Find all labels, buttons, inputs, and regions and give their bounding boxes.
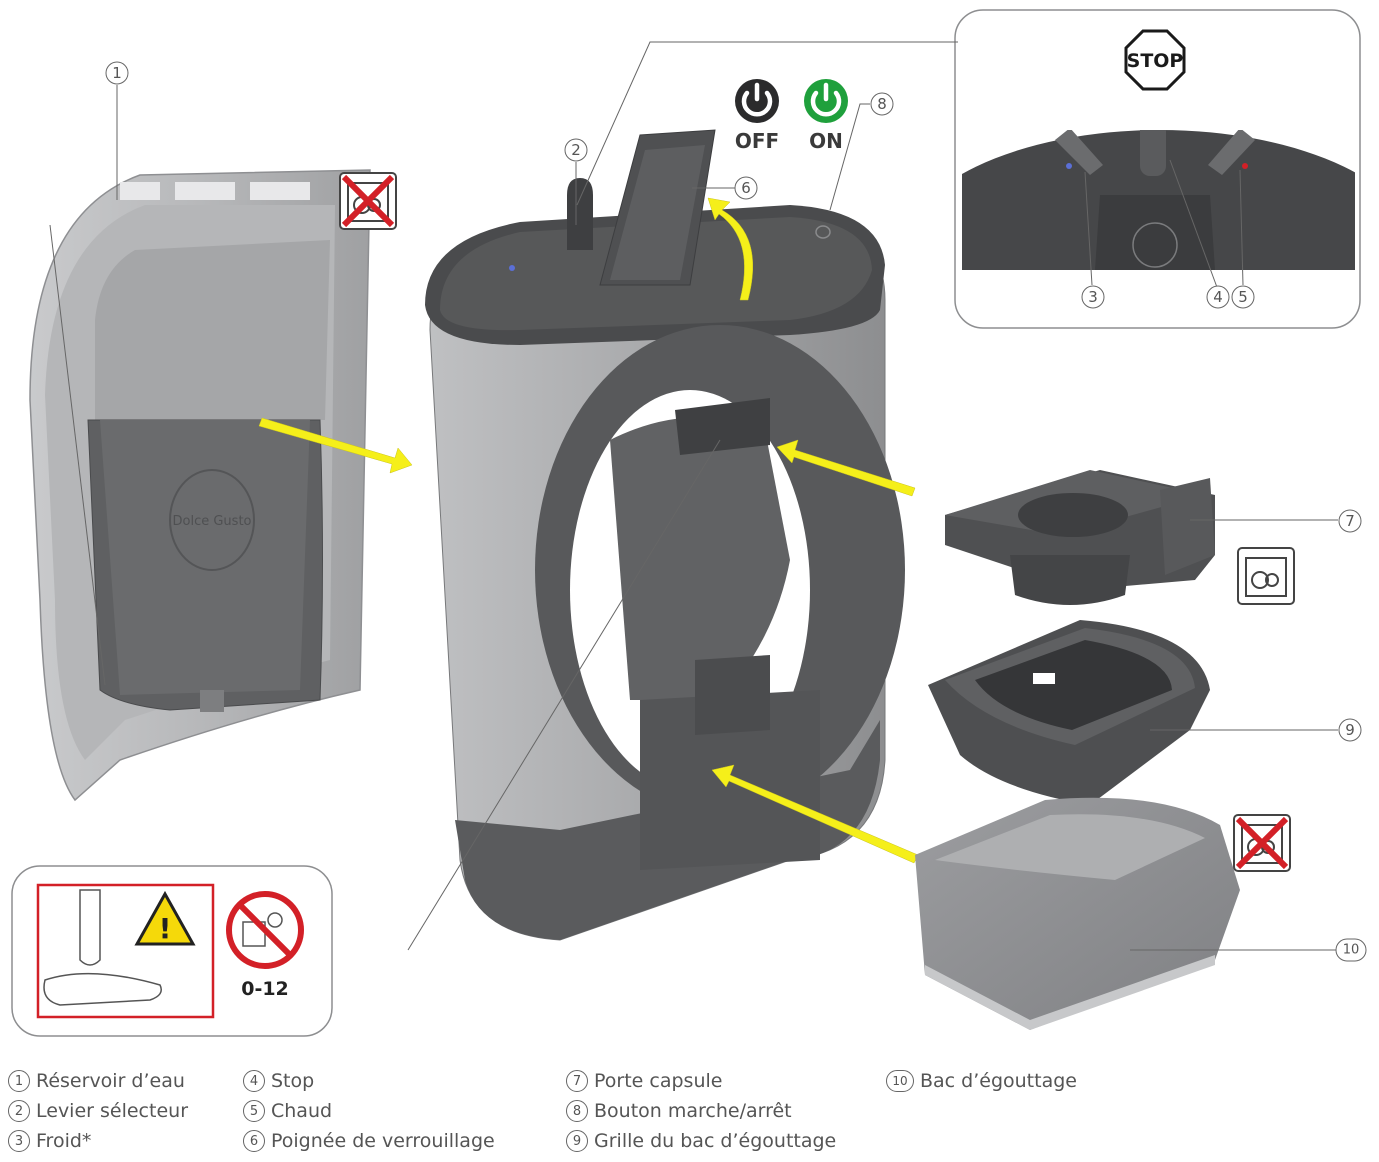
leader-lines: [49, 41, 1338, 951]
power-on-label: ON: [809, 129, 843, 153]
dishwasher-safe-icon: [1237, 547, 1295, 605]
svg-text:6: 6: [741, 179, 751, 197]
power-off-label: OFF: [735, 129, 779, 153]
svg-text:2: 2: [571, 141, 581, 159]
drip-tray-grid: [928, 620, 1210, 805]
warning-triangle-icon: !: [134, 890, 196, 946]
power-button-off: [735, 79, 779, 123]
callout-6: 6: [734, 176, 758, 200]
water-tank: Dolce Gusto: [29, 169, 371, 802]
drip-tray: [915, 797, 1240, 1030]
svg-text:5: 5: [1238, 288, 1248, 306]
callout-numbers: 1 2 3 4 5 6 7 8 9 10: [105, 61, 1367, 962]
callout-2: 2: [564, 138, 588, 162]
callout-3: 3: [1081, 285, 1105, 309]
stop-sign-text: STOP: [1127, 50, 1184, 72]
lever-detail-inset: STOP: [954, 9, 1361, 329]
no-dishwasher-icon-tray: [1233, 814, 1291, 872]
no-children-icon: [226, 891, 304, 969]
safety-warning-inset: ! 0-12: [11, 865, 333, 1037]
callout-4: 4: [1206, 285, 1230, 309]
no-dishwasher-icon: [339, 172, 397, 230]
power-button-on: [804, 79, 848, 123]
svg-text:7: 7: [1345, 512, 1355, 530]
svg-text:9: 9: [1345, 721, 1355, 739]
svg-text:4: 4: [1213, 288, 1223, 306]
svg-text:1: 1: [112, 64, 122, 82]
callout-1: 1: [105, 61, 129, 85]
callout-8: 8: [870, 92, 894, 116]
svg-text:!: !: [159, 912, 172, 945]
callout-7: 7: [1338, 509, 1362, 533]
coffee-machine-body: [425, 129, 905, 941]
svg-text:3: 3: [1088, 288, 1098, 306]
age-warning-label: 0-12: [241, 978, 289, 1000]
tank-brand-mark: Dolce Gusto: [173, 514, 252, 529]
capsule-holder: [945, 470, 1215, 605]
stop-sign-icon: STOP: [1124, 29, 1186, 91]
svg-text:10: 10: [1343, 943, 1360, 958]
svg-text:8: 8: [877, 95, 887, 113]
callout-10: 10: [1335, 938, 1367, 962]
callout-5: 5: [1231, 285, 1255, 309]
callout-9: 9: [1338, 718, 1362, 742]
